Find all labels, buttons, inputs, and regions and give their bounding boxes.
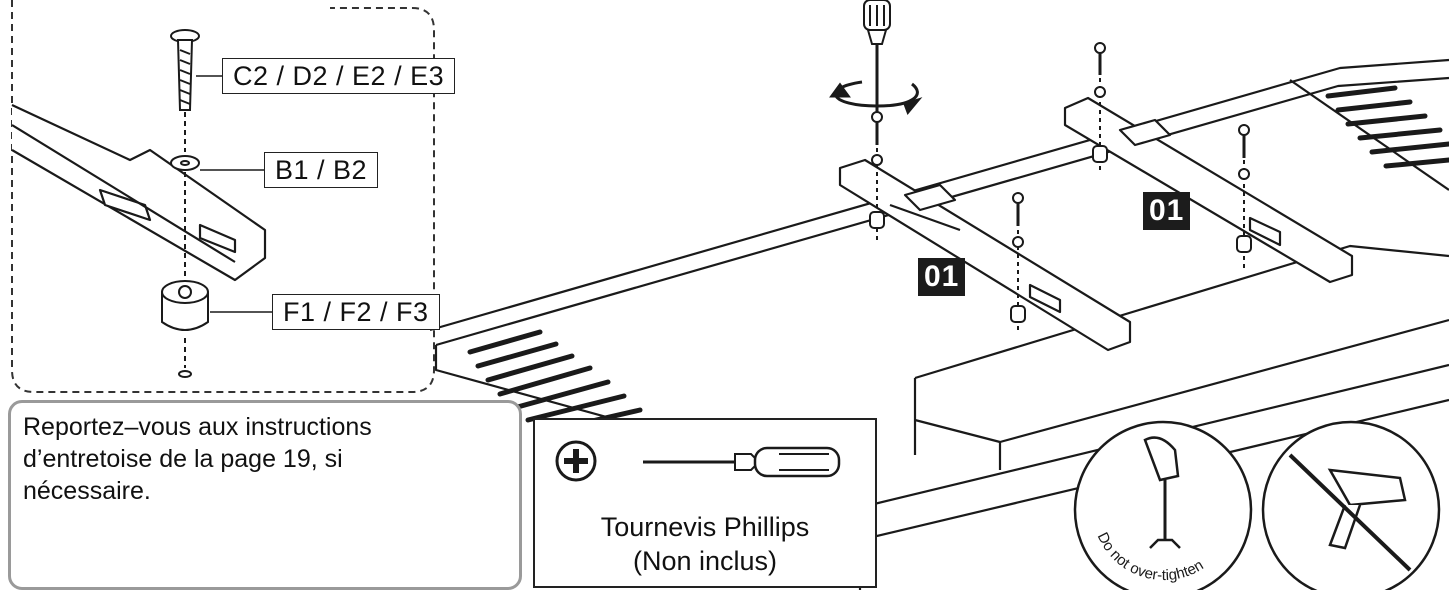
screw-3: [1092, 42, 1108, 172]
mounting-bracket-right: [1063, 96, 1354, 284]
note-line-2: d’entretoise de la page 19, si: [23, 445, 343, 473]
hand-screwdriver-icon: [1073, 420, 1253, 590]
screwdriver-icon: [863, 0, 891, 112]
exploded-washer: [170, 155, 200, 280]
washer-part-label: B1 / B2: [264, 152, 379, 188]
exploded-spacer: [161, 280, 209, 378]
spacer-note-text: Reportez–vous aux instructions d’entreto…: [23, 411, 463, 507]
no-power-drill-icon: [1261, 420, 1441, 590]
tool-not-included-note: (Non inclus): [632, 546, 778, 576]
tool-screwdriver-icon: [643, 446, 841, 478]
tool-required-box: Tournevis Phillips (Non inclus): [533, 418, 877, 588]
bracket-screws: [869, 42, 1252, 330]
exploded-screw: [170, 29, 200, 152]
spacer-note-box: Reportez–vous aux instructions d’entreto…: [8, 400, 522, 590]
step-badge-right: 01: [1143, 192, 1191, 230]
rotation-arrow-icon: [829, 80, 923, 115]
mounting-bracket-left: [838, 158, 1132, 352]
tool-name: Tournevis Phillips: [600, 512, 810, 542]
screw-part-label: C2 / D2 / E2 / E3: [222, 58, 456, 94]
screw-2: [1010, 192, 1026, 330]
note-line-1: Reportez–vous aux instructions: [23, 413, 372, 441]
note-line-3: nécessaire.: [23, 477, 151, 505]
exploded-view-frame: [11, 0, 435, 393]
screw-1: [869, 111, 885, 240]
step-badge-left: 01: [918, 258, 966, 296]
phillips-plus-icon: [555, 440, 597, 482]
spacer-part-label: F1 / F2 / F3: [272, 294, 440, 330]
screw-4: [1236, 124, 1252, 268]
exploded-bracket: [11, 104, 267, 282]
tv-vents-right: [1325, 85, 1449, 169]
callout-leaders: [196, 75, 272, 313]
